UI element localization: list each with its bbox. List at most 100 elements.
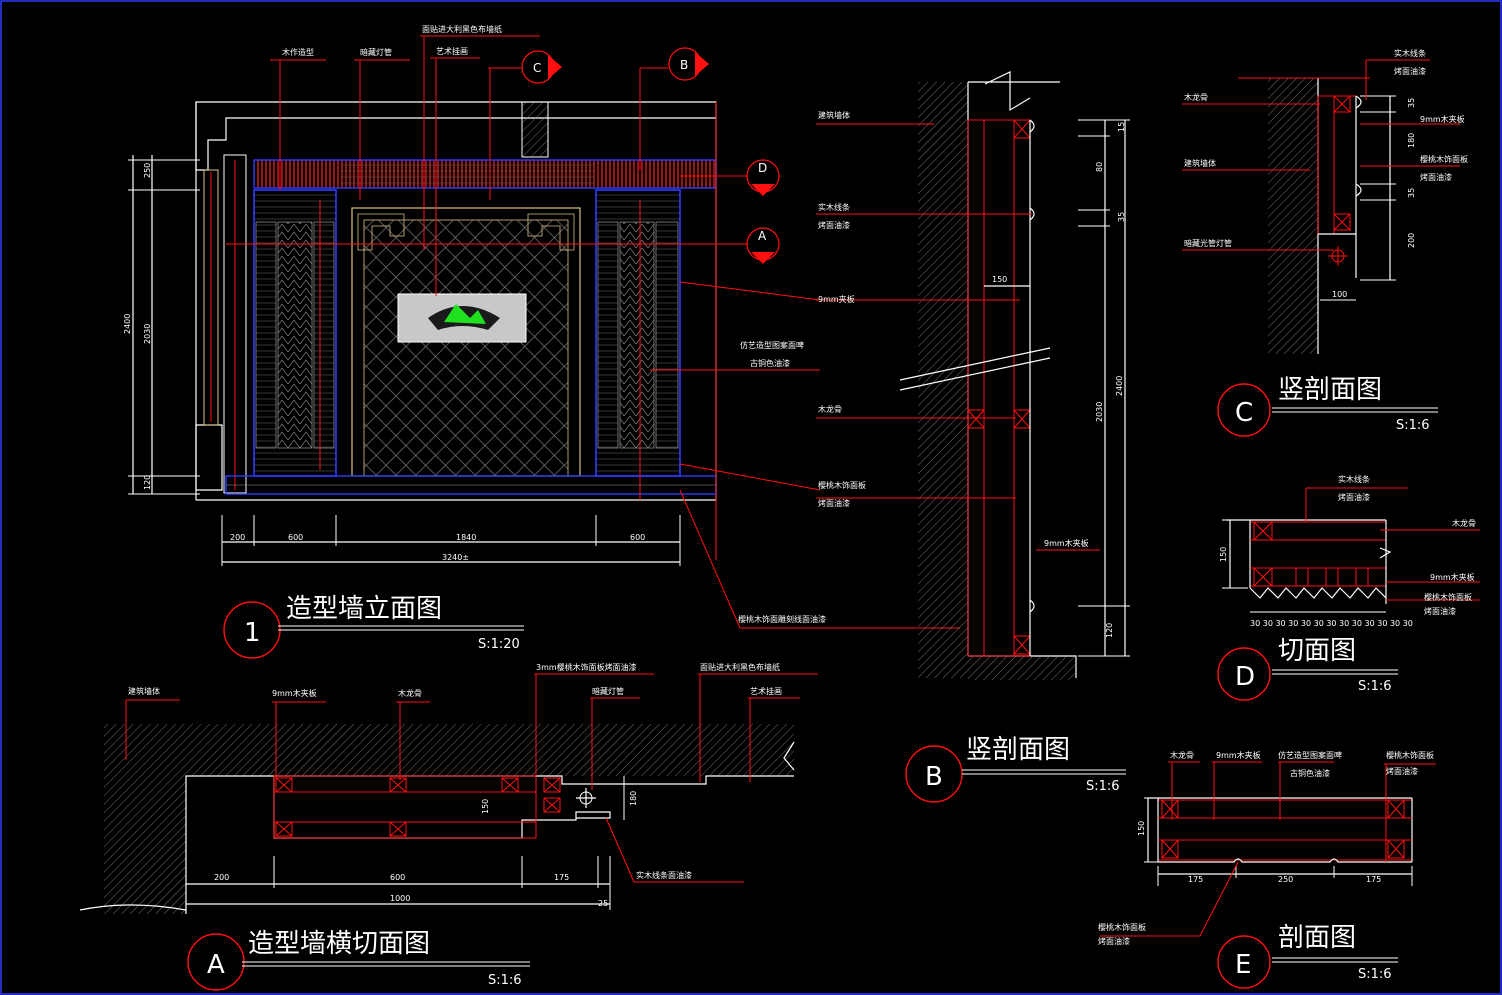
svg-text:175: 175 bbox=[1366, 875, 1381, 884]
d-label-2: 烤面油漆 bbox=[1338, 492, 1370, 502]
a-label-3: 木龙骨 bbox=[398, 688, 422, 698]
b-label-10: 9mm木夹板 bbox=[1044, 538, 1089, 548]
d-label-6: 烤面油漆 bbox=[1424, 606, 1456, 616]
svg-text:2400: 2400 bbox=[1115, 376, 1124, 396]
svg-text:切面图: 切面图 bbox=[1278, 636, 1356, 666]
a-label-2: 9mm木夹板 bbox=[272, 688, 317, 698]
e-label-6: 烤面油漆 bbox=[1386, 766, 1418, 776]
svg-text:竖剖面图: 竖剖面图 bbox=[966, 735, 1070, 765]
b-label-8: 樱桃木饰面板 bbox=[818, 480, 866, 490]
d-label-5: 樱桃木饰面板 bbox=[1424, 592, 1472, 602]
svg-text:2030: 2030 bbox=[1095, 402, 1104, 422]
svg-text:S:1:6: S:1:6 bbox=[1086, 779, 1120, 794]
section-marker-c[interactable]: C bbox=[521, 50, 562, 84]
section-e-drawing: 木龙骨 9mm木夹板 仿艺造型图案面啤 古铜色油漆 樱桃木饰面板 烤面油漆 樱桃… bbox=[1098, 750, 1436, 946]
a-label-7: 艺术挂画 bbox=[750, 686, 782, 696]
elev-dim-w3: 1840 bbox=[456, 533, 476, 542]
d-label-3: 木龙骨 bbox=[1452, 518, 1476, 528]
svg-text:D: D bbox=[1235, 662, 1255, 692]
elev-dim-h1: 250 bbox=[143, 163, 152, 178]
section-c-drawing: 实木线条 烤面油漆 木龙骨 9mm木夹板 建筑墙体 樱桃木饰面板 烤面油漆 暗藏… bbox=[1182, 48, 1468, 354]
elev-label-2: 暗藏灯管 bbox=[360, 47, 392, 57]
elev-label-4: 艺术挂画 bbox=[436, 46, 468, 56]
e-label-4: 古铜色油漆 bbox=[1290, 768, 1330, 778]
svg-text:180: 180 bbox=[629, 791, 638, 806]
elev-dim-total: 3240± bbox=[442, 553, 469, 562]
svg-text:120: 120 bbox=[1105, 623, 1114, 638]
c-label-5: 建筑墙体 bbox=[1184, 158, 1216, 168]
svg-text:250: 250 bbox=[1278, 875, 1293, 884]
title-section-c: C 竖剖面图 S:1:6 bbox=[1217, 375, 1438, 437]
svg-text:剖面图: 剖面图 bbox=[1278, 923, 1356, 953]
b-label-11: 樱桃木饰面雕刻线面油漆 bbox=[738, 614, 826, 624]
e-label-1: 木龙骨 bbox=[1170, 750, 1194, 760]
c-label-4: 9mm木夹板 bbox=[1420, 114, 1465, 124]
elev-dim-w4: 600 bbox=[630, 533, 645, 542]
c-label-3: 木龙骨 bbox=[1184, 92, 1208, 102]
svg-text:180: 180 bbox=[1407, 133, 1416, 148]
svg-text:S:1:6: S:1:6 bbox=[1358, 967, 1392, 982]
svg-text:A: A bbox=[207, 950, 225, 980]
e-label-2: 9mm木夹板 bbox=[1216, 750, 1261, 760]
svg-text:B: B bbox=[680, 58, 688, 72]
elev-dim-w2: 600 bbox=[288, 533, 303, 542]
elev-dim-w1: 200 bbox=[230, 533, 245, 542]
title-elevation: 1 造型墙立面图 S:1:20 bbox=[223, 594, 524, 659]
svg-text:35: 35 bbox=[1407, 98, 1416, 108]
e-label-7: 樱桃木饰面板 bbox=[1098, 922, 1146, 932]
a-label-8: 实木线条面油漆 bbox=[636, 870, 692, 880]
b-label-4: 9mm夹板 bbox=[818, 294, 855, 304]
svg-text:1000: 1000 bbox=[390, 894, 410, 903]
elev-label-3: 面贴进大利黑色布墙纸 bbox=[422, 24, 502, 34]
title-section-d: D 切面图 S:1:6 bbox=[1217, 636, 1398, 701]
svg-text:S:1:20: S:1:20 bbox=[478, 637, 520, 652]
c-label-2: 烤面油漆 bbox=[1394, 66, 1426, 76]
svg-text:150: 150 bbox=[1137, 821, 1146, 836]
a-label-6: 面贴进大利黑色布墙纸 bbox=[700, 662, 780, 672]
svg-text:150: 150 bbox=[992, 275, 1007, 284]
svg-text:1: 1 bbox=[244, 618, 261, 648]
svg-text:35: 35 bbox=[1117, 212, 1126, 222]
svg-text:造型墙横切面图: 造型墙横切面图 bbox=[248, 929, 430, 959]
b-label-2: 实木线条 bbox=[818, 202, 850, 212]
b-label-7: 木龙骨 bbox=[818, 404, 842, 414]
e-label-8: 烤面油漆 bbox=[1098, 936, 1130, 946]
svg-text:S:1:6: S:1:6 bbox=[488, 973, 522, 988]
e-label-3: 仿艺造型图案面啤 bbox=[1278, 750, 1342, 760]
section-marker-a[interactable]: A bbox=[746, 227, 780, 264]
e-label-5: 樱桃木饰面板 bbox=[1386, 750, 1434, 760]
svg-text:C: C bbox=[1235, 398, 1253, 428]
b-label-6: 古铜色油漆 bbox=[750, 358, 790, 368]
svg-text:100: 100 bbox=[1332, 290, 1347, 299]
section-marker-d[interactable]: D bbox=[746, 159, 780, 196]
b-label-5: 仿艺造型图案面啤 bbox=[740, 340, 804, 350]
section-b-drawing: 建筑墙体 实木线条 烤面油漆 9mm夹板 仿艺造型图案面啤 古铜色油漆 木龙骨 … bbox=[738, 71, 1130, 680]
section-marker-b[interactable]: B bbox=[668, 47, 709, 81]
elev-dim-h2: 2400 bbox=[123, 314, 132, 334]
svg-text:25: 25 bbox=[598, 899, 608, 908]
d-label-1: 实木线条 bbox=[1338, 474, 1370, 484]
b-label-1: 建筑墙体 bbox=[818, 110, 850, 120]
svg-text:600: 600 bbox=[390, 873, 405, 882]
b-label-9: 烤面油漆 bbox=[818, 498, 850, 508]
elev-dim-h3: 2030 bbox=[143, 324, 152, 344]
svg-text:15: 15 bbox=[1117, 122, 1126, 132]
elev-dim-h4: 120 bbox=[143, 475, 152, 490]
c-label-6: 樱桃木饰面板 bbox=[1420, 154, 1468, 164]
elevation-drawing: C B D A 木作造型 暗藏灯管 面贴进大利黑色布墙纸 艺术挂画 250 24… bbox=[123, 24, 960, 629]
svg-text:D: D bbox=[758, 161, 767, 175]
svg-text:30 30 30 30 30 30 30 30 30 30: 30 30 30 30 30 30 30 30 30 30 30 30 30 bbox=[1250, 619, 1413, 628]
a-label-5: 暗藏灯管 bbox=[592, 686, 624, 696]
svg-text:150: 150 bbox=[1219, 547, 1228, 562]
svg-text:175: 175 bbox=[554, 873, 569, 882]
svg-text:200: 200 bbox=[1407, 233, 1416, 248]
title-section-a: A 造型墙横切面图 S:1:6 bbox=[187, 929, 530, 991]
a-label-1: 建筑墙体 bbox=[128, 686, 160, 696]
d-label-4: 9mm木夹板 bbox=[1430, 572, 1475, 582]
svg-text:E: E bbox=[1235, 950, 1251, 980]
svg-text:80: 80 bbox=[1095, 162, 1104, 172]
title-section-b: B 竖剖面图 S:1:6 bbox=[905, 735, 1126, 803]
svg-text:150: 150 bbox=[481, 799, 490, 814]
